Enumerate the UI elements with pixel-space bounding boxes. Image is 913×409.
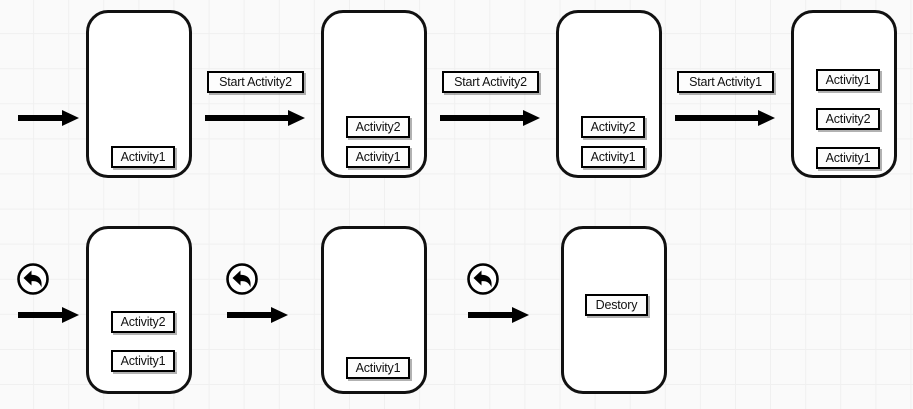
arrow-device-6-to-7: [468, 305, 530, 325]
destroy-chip: Destory: [585, 294, 648, 316]
arrow-device-3-to-4: [675, 108, 776, 128]
arrow-device-5-to-6: [227, 305, 289, 325]
activity-chip: Activity1: [346, 357, 410, 379]
activity-chip: Activity1: [346, 146, 410, 168]
activity-chip: Activity1: [111, 350, 175, 372]
device-4: Activity1 Activity2 Activity1: [791, 10, 897, 178]
arrow-into-device-5: [18, 305, 80, 325]
arrow-device-2-to-3: [440, 108, 541, 128]
activity-chip: Activity2: [346, 116, 410, 138]
device-2: Activity2 Activity1: [321, 10, 427, 178]
activity-chip: Activity2: [816, 108, 880, 130]
device-3: Activity2 Activity1: [556, 10, 662, 178]
back-arrow-icon: [225, 262, 259, 296]
transition-label-2: Start Activity2: [442, 71, 539, 93]
activity-chip: Activity1: [816, 147, 880, 169]
back-arrow-icon: [16, 262, 50, 296]
transition-label-3: Start Activity1: [677, 71, 774, 93]
device-5: Activity2 Activity1: [86, 226, 192, 394]
activity-chip: Activity2: [581, 116, 645, 138]
device-7: Destory: [561, 226, 667, 394]
activity-chip: Activity1: [816, 69, 880, 91]
activity-chip: Activity1: [111, 146, 175, 168]
activity-chip: Activity1: [581, 146, 645, 168]
device-6: Activity1: [321, 226, 427, 394]
back-arrow-icon: [466, 262, 500, 296]
arrow-device-1-to-2: [205, 108, 306, 128]
transition-label-1: Start Activity2: [207, 71, 304, 93]
device-1: Activity1: [86, 10, 192, 178]
arrow-into-device-1: [18, 108, 80, 128]
activity-chip: Activity2: [111, 311, 175, 333]
